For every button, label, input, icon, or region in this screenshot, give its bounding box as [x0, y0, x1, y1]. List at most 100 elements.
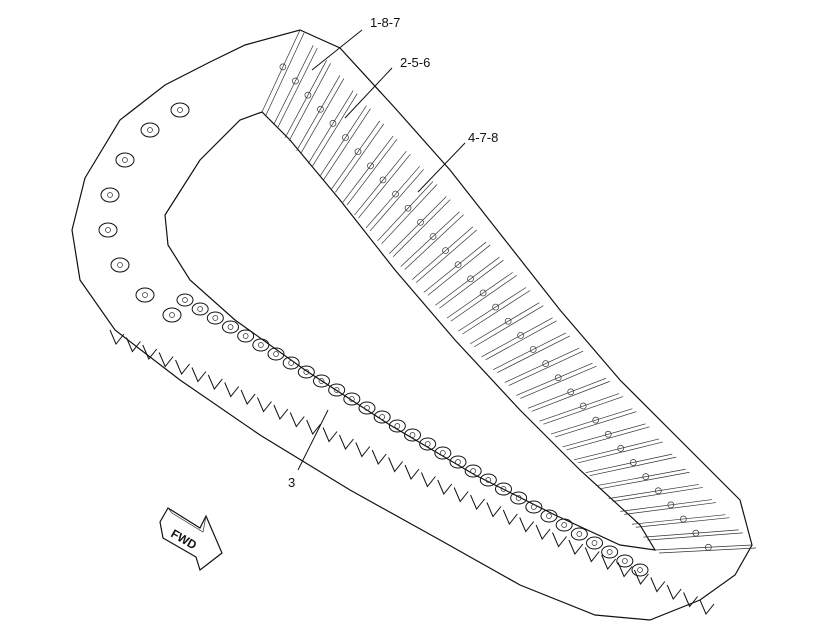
grouser-bar — [574, 438, 660, 461]
shoe-bolt — [454, 261, 462, 269]
callout-label-1-8-7: 1-8-7 — [370, 15, 400, 30]
grouser-cleat — [224, 382, 240, 398]
shoe-bolt — [704, 543, 712, 551]
grouser-bar-edge — [369, 169, 424, 232]
callout-label-2-5-6: 2-5-6 — [400, 55, 430, 70]
leader-line-3 — [417, 142, 466, 193]
grouser-bar-edge — [311, 93, 358, 167]
track-pin — [591, 540, 598, 546]
grouser-cleat — [470, 494, 485, 510]
track-link — [510, 491, 528, 505]
grouser-bar — [446, 272, 513, 319]
grouser-bar-edge — [473, 305, 544, 348]
track-link — [419, 437, 437, 451]
grouser-bar-edge — [335, 123, 385, 193]
grouser-bar — [377, 181, 434, 242]
shoe-bolt — [692, 529, 700, 537]
grouser-bar-edge — [265, 32, 305, 116]
shoe-bolt — [492, 303, 499, 311]
track-link — [328, 383, 346, 397]
callout-label-4-7-8: 4-7-8 — [468, 130, 498, 145]
shoe-bolt — [342, 134, 349, 141]
track-pin — [530, 504, 537, 510]
track-pin — [348, 396, 355, 402]
shoe-bolt — [367, 162, 374, 170]
grouser-bar — [273, 44, 314, 126]
grouser-bar-edge — [601, 471, 690, 489]
grouser-cleat — [650, 577, 666, 593]
curve-pin — [177, 107, 183, 113]
grouser-bar-edge — [497, 335, 571, 373]
grouser-cleat — [322, 427, 338, 443]
track-pin — [379, 414, 386, 420]
curve-link — [162, 307, 182, 323]
grouser-bar-edge — [520, 365, 597, 399]
grouser-bar-edge — [381, 184, 438, 245]
shoe-bolt — [279, 63, 287, 71]
track-link — [358, 401, 376, 415]
track-link — [434, 446, 452, 460]
grouser-bar-edge — [300, 78, 345, 154]
track-link — [206, 311, 224, 325]
track-link — [586, 536, 603, 550]
grouser-bar-edge — [624, 502, 717, 515]
grouser-bar — [284, 60, 327, 138]
track-pin — [212, 315, 219, 321]
track-link — [176, 293, 194, 307]
leader-line-1 — [311, 29, 363, 71]
forward-direction-arrow: FWD — [159, 507, 223, 572]
grouser-bar-edge — [427, 244, 491, 296]
shoe-bolt — [667, 501, 675, 509]
grouser-bar — [354, 150, 407, 216]
track-pin — [227, 324, 234, 330]
grouser-bar-edge — [543, 396, 624, 425]
grouser-bar-edge — [566, 426, 650, 451]
shoe-bolt — [604, 430, 612, 438]
grouser-bar — [319, 105, 367, 177]
shoe-bolt — [379, 176, 387, 184]
track-link — [479, 473, 497, 487]
track-loop — [71, 29, 753, 621]
track-link — [313, 374, 330, 388]
shoe-bolt — [529, 346, 537, 353]
curve-link — [100, 187, 120, 203]
track-link — [601, 545, 619, 559]
track-pin — [561, 522, 568, 528]
track-pin — [485, 477, 492, 483]
grouser-bar — [458, 287, 527, 332]
track-pin — [439, 450, 446, 456]
leader-line-2 — [344, 67, 393, 119]
grouser-bar-edge — [346, 138, 398, 206]
grouser-cleat — [666, 584, 682, 600]
grouser-cleat — [453, 487, 469, 503]
track-link — [555, 518, 573, 532]
shoe-bolt — [354, 148, 362, 156]
curve-pin — [105, 227, 111, 233]
curve-pin — [147, 127, 153, 133]
grouser-cleat — [584, 547, 600, 563]
track-pin — [242, 333, 249, 339]
track-link — [237, 329, 255, 343]
grouser-bar-edge — [404, 214, 464, 270]
curve-pin — [169, 312, 175, 318]
track-pin — [288, 360, 295, 366]
grouser-bar — [342, 135, 394, 203]
track-pin — [576, 531, 583, 537]
track-link — [343, 392, 361, 406]
track-inner-opening — [164, 111, 657, 551]
grouser-cleat — [535, 524, 551, 540]
grouser-bar-edge — [439, 259, 504, 309]
track-link — [297, 365, 315, 379]
shoe-bolt — [317, 105, 324, 113]
grouser-bar-edge — [589, 456, 677, 477]
track-pin — [637, 567, 643, 573]
track-pin — [318, 378, 325, 384]
track-pin — [333, 387, 340, 393]
grouser-bar-edge — [612, 487, 703, 502]
grouser-cleat — [273, 404, 289, 420]
grouser-cleat — [338, 434, 354, 450]
track-pin — [273, 351, 279, 357]
grouser-bar — [435, 256, 500, 306]
curve-link — [170, 102, 190, 118]
track-link — [616, 554, 634, 568]
